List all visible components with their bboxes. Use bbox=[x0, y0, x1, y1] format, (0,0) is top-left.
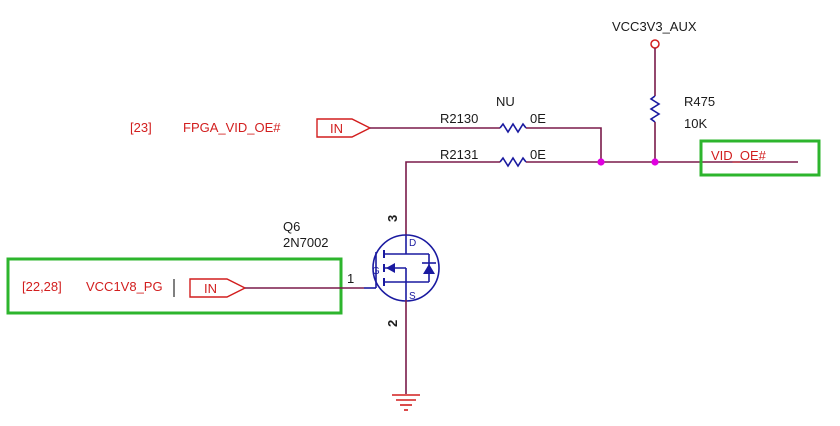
wire-r2130-to-junction bbox=[526, 127, 602, 162]
vcc1v8-pg-port-direction: IN bbox=[204, 281, 217, 296]
resistor-r475-icon bbox=[649, 95, 661, 123]
q6-part-label: 2N7002 bbox=[283, 235, 329, 250]
vcc1v8-pg-net-label: VCC1V8_PG bbox=[86, 279, 163, 294]
nmos-mosfet-icon bbox=[364, 234, 440, 302]
q6-gate-pin-number: 1 bbox=[347, 271, 354, 286]
resistor-r2130-icon bbox=[499, 122, 527, 134]
vcc1v8-pg-highlight-box bbox=[6, 257, 343, 315]
vcc1v8-pg-port-icon bbox=[189, 278, 247, 298]
vid-oe-net-label: VID_OE# bbox=[711, 148, 767, 163]
resistor-r2131-icon bbox=[499, 156, 527, 168]
r475-value-label: 10K bbox=[684, 116, 707, 131]
q6-source-letter: S bbox=[409, 291, 416, 302]
fpga-vid-oe-port-icon bbox=[316, 118, 372, 138]
r2131-value-label: 0E bbox=[530, 147, 546, 162]
fpga-vid-oe-port-direction: IN bbox=[330, 121, 343, 136]
q6-ref-label: Q6 bbox=[283, 219, 300, 234]
power-pin-icon bbox=[650, 39, 660, 49]
r475-ref-label: R475 bbox=[684, 94, 715, 109]
junction-dot bbox=[651, 158, 659, 166]
vcc1v8-pg-sheet-ref: [22,28] bbox=[22, 279, 62, 294]
fpga-vid-oe-sheet-ref: [23] bbox=[130, 120, 152, 135]
r2130-nu-label: NU bbox=[496, 94, 515, 109]
ground-icon bbox=[392, 394, 420, 411]
power-net-label: VCC3V3_AUX bbox=[612, 19, 697, 34]
q6-drain-letter: D bbox=[409, 238, 416, 249]
q6-source-pin-number: 2 bbox=[385, 320, 400, 327]
r2130-value-label: 0E bbox=[530, 111, 546, 126]
q6-drain-pin-number: 3 bbox=[385, 215, 400, 222]
junction-dot bbox=[597, 158, 605, 166]
vid-oe-highlight-box bbox=[699, 139, 821, 177]
r2130-ref-label: R2130 bbox=[440, 111, 478, 126]
fpga-vid-oe-net-label: FPGA_VID_OE# bbox=[183, 120, 281, 135]
r2131-ref-label: R2131 bbox=[440, 147, 478, 162]
wire-drain-to-r2131 bbox=[405, 161, 500, 236]
q6-gate-letter: G bbox=[372, 266, 380, 277]
